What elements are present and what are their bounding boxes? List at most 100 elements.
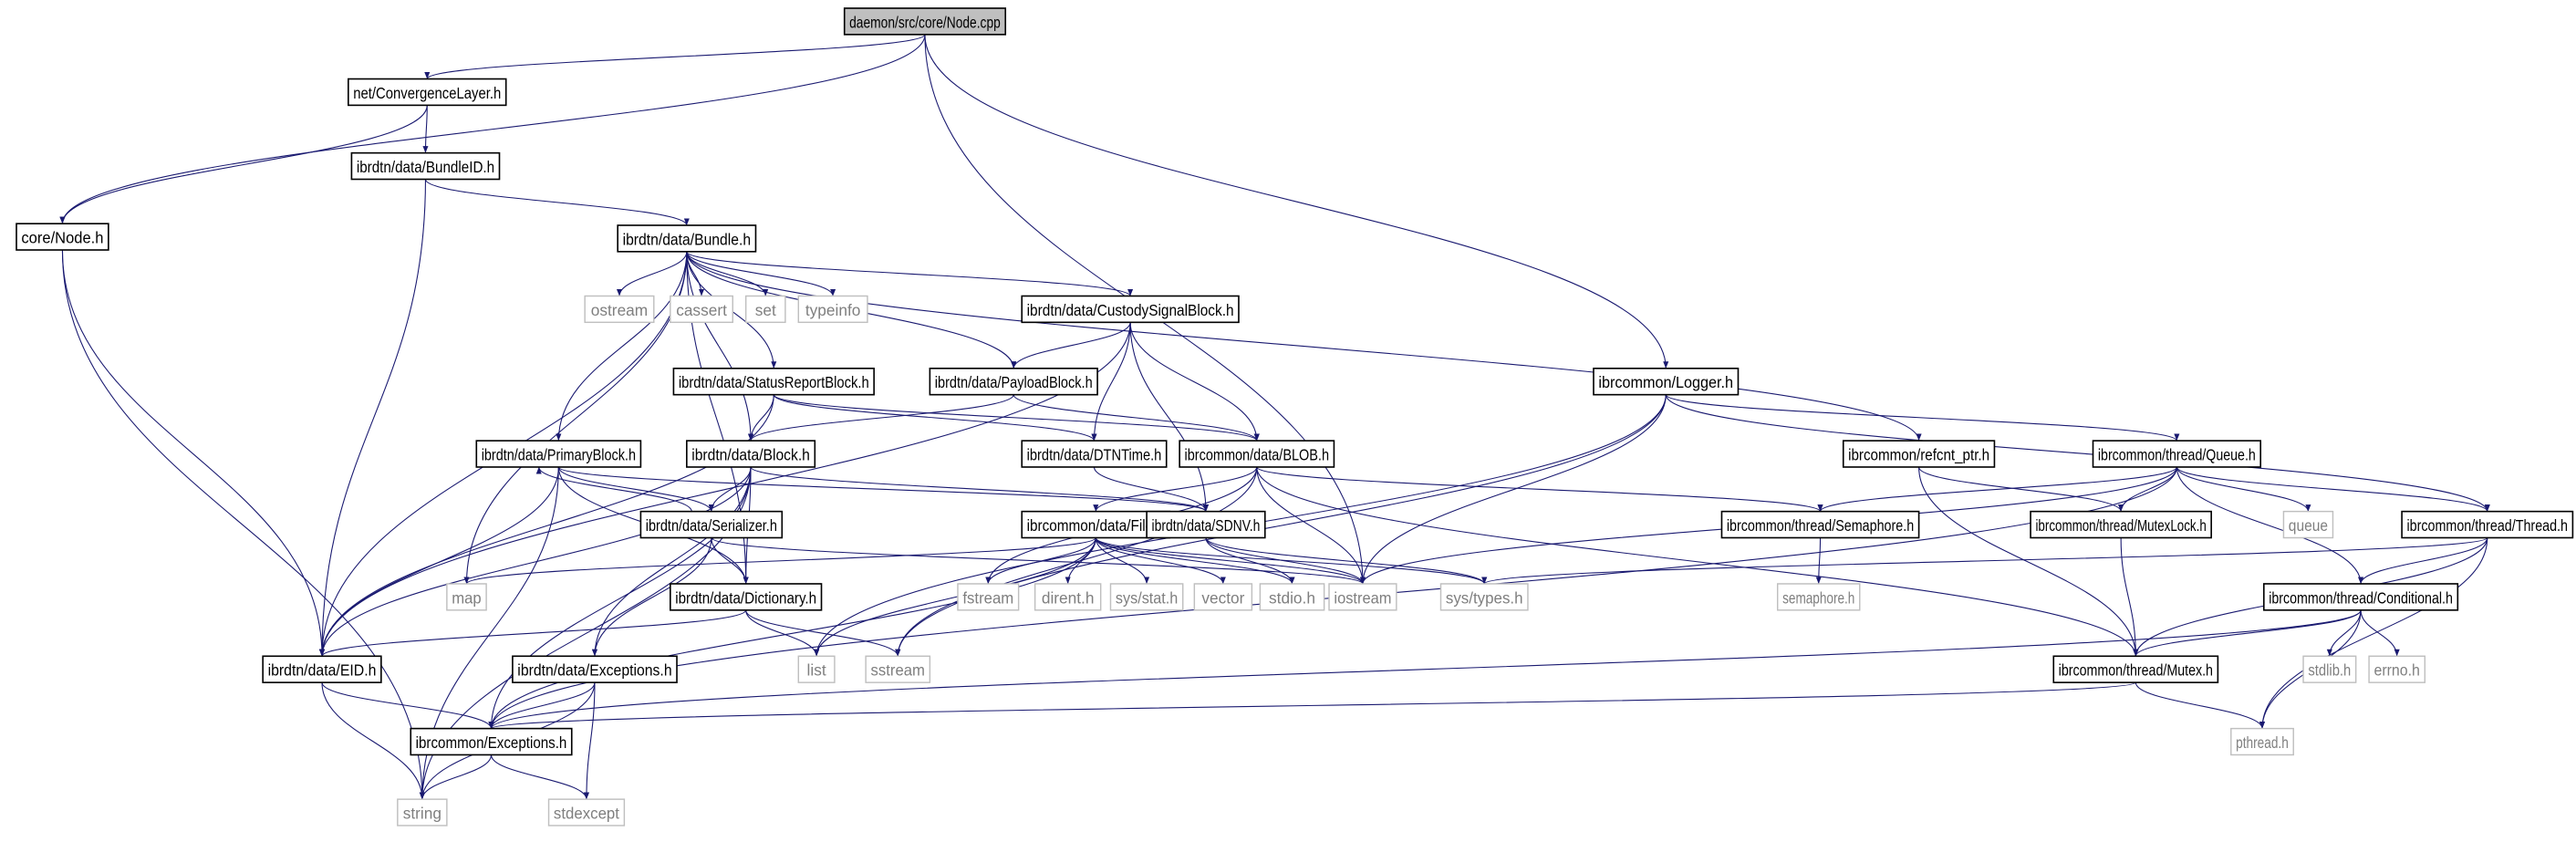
node-label: ibrdtn/data/Serializer.h	[646, 516, 777, 535]
node-ibrdtn-data-payloadblock-h[interactable]: ibrdtn/data/PayloadBlock.h	[929, 368, 1098, 396]
node-label: ibrdtn/data/StatusReportBlock.h	[679, 373, 869, 391]
node-box	[1146, 510, 1266, 539]
edge-ibrdtn-data-bundle-h-to-ibrdtn-data-primaryblock-h	[556, 251, 688, 442]
edge-ibrcommon-data-blob-h-to-ibrcommon-thread-mutex-h	[1256, 466, 2139, 657]
edge-ibrcommon-thread-conditional-h-to-stdlib-h	[2326, 609, 2362, 657]
node-box	[2230, 727, 2294, 756]
node-label: iostream	[1334, 588, 1391, 607]
node-label: ibrdtn/data/PrimaryBlock.h	[482, 445, 636, 463]
edge-ibrcommon-thread-conditional-h-to-ibrcommon-thread-mutex-h	[2133, 609, 2362, 657]
node-label: ibrcommon/thread/Thread.h	[2406, 516, 2568, 535]
node-ibrdtn-data-bundleid-h[interactable]: ibrdtn/data/BundleID.h	[350, 151, 501, 181]
node-box	[446, 583, 487, 611]
node-label: vector	[1201, 588, 1244, 607]
node-box	[16, 223, 109, 251]
node-ibrdtn-data-block-h[interactable]: ibrdtn/data/Block.h	[686, 440, 816, 468]
node-ibrdtn-data-eid-h[interactable]: ibrdtn/data/EID.h	[262, 655, 382, 683]
node-label: map	[452, 588, 481, 607]
node-ibrcommon-refcnt-ptr-h[interactable]: ibrcommon/refcnt_ptr.h	[1842, 440, 1996, 468]
node-ibrcommon-thread-mutexlock-h[interactable]: ibrcommon/thread/MutexLock.h	[2030, 510, 2212, 539]
node-ibrcommon-thread-queue-h[interactable]: ibrcommon/thread/Queue.h	[2092, 440, 2262, 468]
node-stdexcept: stdexcept	[547, 798, 626, 826]
node-ibrcommon-data-file-h[interactable]: ibrcommon/data/File.h	[1021, 510, 1171, 539]
node-net-convergencelayer-h[interactable]: net/ConvergenceLayer.h	[348, 78, 507, 107]
node-ibrcommon-logger-h[interactable]: ibrcommon/Logger.h	[1593, 368, 1740, 396]
nodes-layer: daemon/src/core/Node.cpp net/ConvergenceL…	[16, 7, 2574, 826]
node-label: ostream	[591, 301, 648, 319]
node-label: sys/stat.h	[1116, 588, 1178, 607]
edge-ibrcommon-thread-conditional-h-to-ibrcommon-exceptions-h	[488, 609, 2362, 729]
node-box	[617, 224, 757, 253]
node-ibrdtn-data-dtntime-h[interactable]: ibrdtn/data/DTNTime.h	[1021, 440, 1168, 468]
node-box	[348, 78, 507, 107]
node-sstream: sstream	[865, 655, 931, 683]
node-typeinfo: typeinfo	[797, 295, 868, 324]
node-ibrdtn-data-primaryblock-h[interactable]: ibrdtn/data/PrimaryBlock.h	[475, 440, 642, 468]
edge-ibrdtn-data-bundleid-h-to-ibrdtn-data-bundle-h	[424, 179, 690, 226]
node-box	[2401, 510, 2574, 539]
node-ibrdtn-data-sdnv-h[interactable]: ibrdtn/data/SDNV.h	[1146, 510, 1266, 539]
node-ibrcommon-data-blob-h[interactable]: ibrcommon/data/BLOB.h	[1179, 440, 1335, 468]
node-box	[865, 655, 931, 683]
node-ibrdtn-data-statusreportblock-h[interactable]: ibrdtn/data/StatusReportBlock.h	[672, 368, 875, 396]
node-box	[397, 798, 448, 826]
node-list: list	[797, 655, 836, 683]
node-box	[1259, 583, 1325, 611]
node-ibrdtn-data-dictionary-h[interactable]: ibrdtn/data/Dictionary.h	[670, 583, 823, 611]
node-ibrdtn-data-exceptions-h[interactable]: ibrdtn/data/Exceptions.h	[512, 655, 678, 683]
node-label: stdio.h	[1269, 588, 1315, 607]
node-semaphore-h: semaphore.h	[1776, 583, 1861, 611]
node-label: ibrdtn/data/EID.h	[268, 661, 377, 680]
edge-core-node-h-to-string	[61, 250, 425, 800]
node-box	[843, 7, 1007, 36]
node-label: core/Node.h	[21, 228, 103, 246]
edge-ibrdtn-data-bundle-h-to-ibrdtn-data-custodysignalblock-h	[686, 251, 1133, 296]
node-box	[744, 295, 786, 324]
edge-ibrdtn-data-block-h-to-ibrdtn-data-eid-h	[319, 466, 752, 657]
edge-ibrcommon-thread-mutexlock-h-to-ibrcommon-thread-mutex-h	[2120, 537, 2139, 657]
node-label: ibrdtn/data/PayloadBlock.h	[935, 373, 1093, 391]
edge-ibrcommon-data-file-h-to-vector	[1095, 537, 1226, 585]
node-box	[1021, 440, 1168, 468]
node-box	[686, 440, 816, 468]
edge-ibrcommon-logger-h-to-sstream	[895, 394, 1667, 657]
node-box	[957, 583, 1020, 611]
node-box	[2302, 655, 2357, 683]
node-ostream: ostream	[584, 295, 655, 324]
node-box	[2052, 655, 2219, 683]
node-label: sys/types.h	[1446, 588, 1523, 607]
edge-ibrcommon-thread-thread-h-to-ibrcommon-thread-conditional-h	[2358, 537, 2488, 585]
node-label: ibrcommon/thread/MutexLock.h	[2035, 516, 2206, 535]
node-ibrcommon-thread-mutex-h[interactable]: ibrcommon/thread/Mutex.h	[2052, 655, 2219, 683]
node-box	[1593, 368, 1740, 396]
edge-ibrdtn-data-bundle-h-to-ibrdtn-data-block-h	[686, 251, 754, 442]
edge-ibrcommon-thread-queue-h-to-ibrcommon-thread-semaphore-h	[1817, 466, 2177, 513]
edge-ibrdtn-data-block-h-to-ibrdtn-data-sdnv-h	[750, 466, 1209, 513]
node-ibrcommon-exceptions-h[interactable]: ibrcommon/Exceptions.h	[410, 727, 573, 756]
node-core-node-h[interactable]: core/Node.h	[16, 223, 109, 251]
node-ibrcommon-thread-semaphore-h[interactable]: ibrcommon/thread/Semaphore.h	[1720, 510, 1920, 539]
node-box	[350, 151, 501, 181]
edge-ibrdtn-data-statusreportblock-h-to-ibrdtn-data-dtntime-h	[773, 394, 1097, 442]
edge-ibrcommon-logger-h-to-ibrcommon-thread-thread-h	[1665, 394, 2490, 512]
node-daemon-src-core-node-cpp[interactable]: daemon/src/core/Node.cpp	[843, 7, 1007, 36]
edge-ibrdtn-data-primaryblock-h-to-ibrdtn-data-eid-h	[318, 466, 559, 657]
edge-ibrdtn-data-exceptions-h-to-ibrcommon-exceptions-h	[488, 682, 596, 729]
edge-ibrcommon-data-blob-h-to-ibrcommon-thread-semaphore-h	[1256, 466, 1823, 513]
node-label: set	[755, 301, 776, 319]
node-box	[1109, 583, 1184, 611]
node-label: ibrcommon/Exceptions.h	[416, 733, 567, 752]
node-box	[2282, 510, 2334, 539]
node-box	[262, 655, 382, 683]
node-ibrcommon-thread-conditional-h[interactable]: ibrcommon/thread/Conditional.h	[2262, 583, 2459, 611]
node-ibrdtn-data-bundle-h[interactable]: ibrdtn/data/Bundle.h	[617, 224, 757, 253]
node-label: ibrdtn/data/BundleID.h	[357, 158, 494, 176]
node-ibrcommon-thread-thread-h[interactable]: ibrcommon/thread/Thread.h	[2401, 510, 2574, 539]
edge-ibrcommon-thread-queue-h-to-queue	[2176, 466, 2311, 512]
node-stdlib-h: stdlib.h	[2302, 655, 2357, 683]
node-ibrdtn-data-serializer-h[interactable]: ibrdtn/data/Serializer.h	[639, 510, 784, 539]
node-box	[797, 655, 836, 683]
node-label: ibrdtn/data/CustodySignalBlock.h	[1027, 301, 1234, 319]
node-box	[1034, 583, 1102, 611]
node-ibrdtn-data-custodysignalblock-h[interactable]: ibrdtn/data/CustodySignalBlock.h	[1021, 295, 1240, 324]
